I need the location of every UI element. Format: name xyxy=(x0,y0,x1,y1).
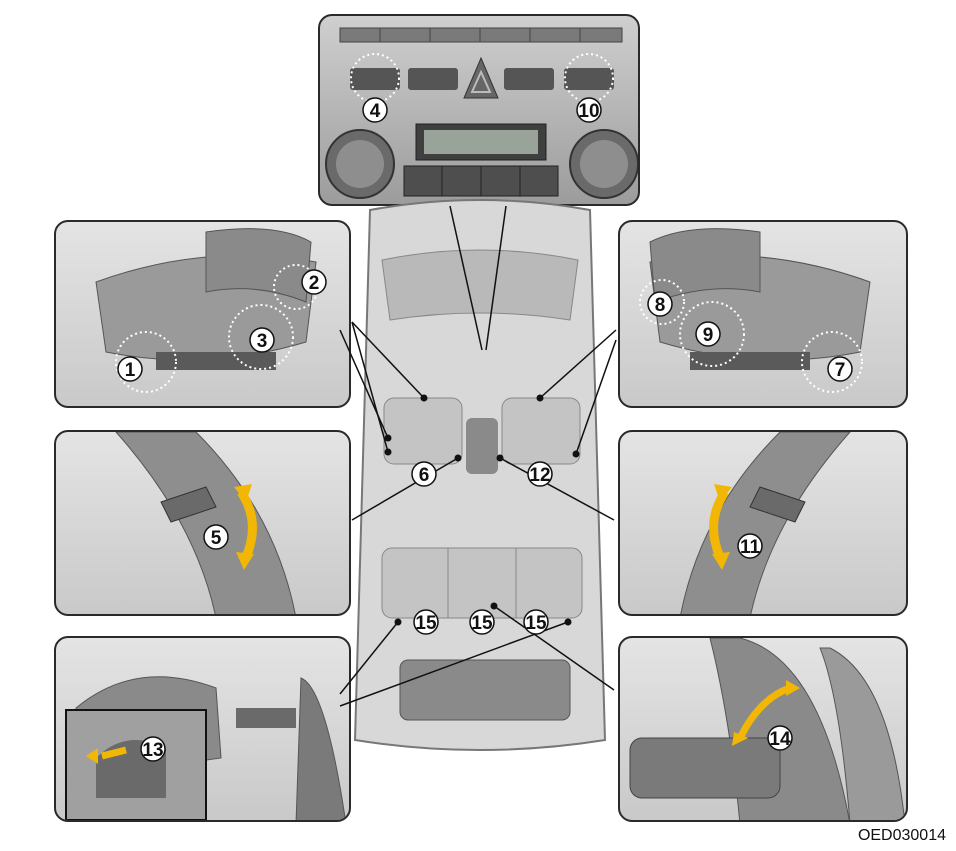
passenger-seat-adjust-panel: 8 9 7 xyxy=(618,220,908,408)
driver-recline-illustration: 5 xyxy=(115,432,296,614)
arrow-head-icon xyxy=(236,552,254,570)
passenger-recline-panel: 11 xyxy=(618,430,908,616)
callout-9: 9 xyxy=(703,325,714,346)
callout-4: 4 xyxy=(370,101,381,122)
driver-seat-illustration: 1 2 3 xyxy=(95,228,327,393)
callout-15-badge xyxy=(413,609,439,635)
callout-2: 2 xyxy=(309,273,320,294)
callout-15-badge xyxy=(523,609,549,635)
passenger-recline-illustration: 11 xyxy=(680,432,851,614)
callout-11: 11 xyxy=(740,537,761,558)
climate-control-illustration: 4 10 xyxy=(325,27,638,199)
driver-seat-adjust-panel: 1 2 3 xyxy=(54,220,351,408)
callout-12-badge xyxy=(527,461,553,487)
arrow-head-icon xyxy=(714,484,732,502)
rear-seat-illustration: 13 xyxy=(65,676,346,820)
driver-recline-panel: 5 xyxy=(54,430,351,616)
callout-8: 8 xyxy=(655,295,666,316)
recline-arrow-icon xyxy=(736,684,792,740)
callout-14: 14 xyxy=(769,729,791,750)
climate-control-panel: 4 10 xyxy=(318,14,640,206)
callout-3: 3 xyxy=(257,331,268,352)
arrow-head-icon xyxy=(234,484,252,502)
callout-1: 1 xyxy=(125,360,136,381)
callout-15-left: 15 xyxy=(415,613,437,634)
callout-4-badge xyxy=(362,97,388,123)
callout-15-right: 15 xyxy=(525,613,547,634)
leader-lines xyxy=(339,205,617,707)
callout-7: 7 xyxy=(835,360,846,381)
callout-15-badge xyxy=(469,609,495,635)
callout-13: 13 xyxy=(142,740,163,761)
callout-15-center: 15 xyxy=(471,613,493,634)
rear-seat-recline-panel: 14 xyxy=(618,636,908,822)
callout-10-badge xyxy=(576,97,602,123)
callout-12: 12 xyxy=(529,465,550,486)
arrow-head-icon xyxy=(712,552,730,570)
passenger-seat-illustration: 8 9 7 xyxy=(639,228,871,393)
callout-5: 5 xyxy=(211,528,222,549)
figure-code: OED030014 xyxy=(857,827,946,844)
arrow-head-icon xyxy=(786,680,800,696)
arrow-head-icon xyxy=(732,732,748,746)
callout-6-badge xyxy=(411,461,437,487)
rear-seat-fold-panel: 13 xyxy=(54,636,351,822)
callout-6: 6 xyxy=(419,465,430,486)
fold-arrow-icon xyxy=(101,746,127,760)
rear-recline-illustration: 14 xyxy=(629,638,906,820)
callout-10: 10 xyxy=(578,101,599,122)
arrow-head-icon xyxy=(86,748,98,764)
